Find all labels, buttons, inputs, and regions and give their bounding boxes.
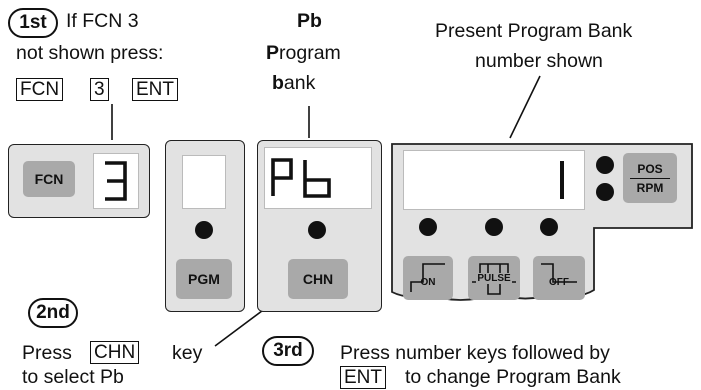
fcn-display bbox=[93, 153, 139, 209]
pb-bank-initial: b bbox=[272, 72, 284, 94]
rpm-label: RPM bbox=[636, 180, 664, 195]
pb-program-initial: P bbox=[266, 42, 280, 64]
pos-rpm-divider bbox=[630, 177, 670, 179]
chn-display-chars bbox=[271, 158, 331, 198]
fcn-panel: FCN bbox=[8, 144, 150, 218]
step-1-line2: not shown press: bbox=[16, 42, 164, 64]
pb-program-line: Program bbox=[266, 42, 341, 64]
off-button[interactable]: OFF bbox=[533, 256, 585, 300]
key-ent-label: ENT bbox=[132, 78, 178, 101]
key-chn-label: CHN bbox=[90, 341, 140, 364]
on-label: ON bbox=[420, 276, 436, 288]
pgm-button[interactable]: PGM bbox=[176, 259, 232, 299]
step-3-line2: to change Program Bank bbox=[405, 366, 621, 388]
bank-number-digit bbox=[560, 161, 564, 199]
pulse-button[interactable]: PULSE bbox=[468, 256, 520, 300]
on-button[interactable]: ON bbox=[403, 256, 453, 300]
pulse-label: PULSE bbox=[476, 272, 512, 284]
key-ent-label-step3: ENT bbox=[340, 366, 386, 389]
step-2-key-word: key bbox=[172, 342, 203, 364]
pb-bank-rest: ank bbox=[283, 72, 316, 94]
step-1-badge: 1st bbox=[8, 8, 58, 38]
pb-title: Pb bbox=[297, 10, 322, 32]
pos-rpm-button[interactable]: POS RPM bbox=[623, 153, 677, 203]
chn-led bbox=[308, 221, 326, 239]
off-led bbox=[540, 218, 558, 236]
rpm-led bbox=[596, 183, 614, 201]
pgm-display bbox=[182, 155, 226, 209]
chn-display bbox=[264, 147, 372, 209]
bank-number-display bbox=[403, 150, 585, 210]
pulse-led bbox=[485, 218, 503, 236]
leader-line-present bbox=[509, 75, 541, 139]
present-bank-line2: number shown bbox=[475, 50, 603, 72]
pos-led bbox=[596, 156, 614, 174]
pgm-led bbox=[195, 221, 213, 239]
step-2-badge: 2nd bbox=[28, 298, 78, 328]
present-bank-line1: Present Program Bank bbox=[435, 20, 633, 42]
step-1-line1: If FCN 3 bbox=[66, 10, 139, 32]
on-led bbox=[419, 218, 437, 236]
fcn-display-digit bbox=[105, 161, 127, 201]
off-waveform-icon bbox=[541, 263, 577, 283]
chn-panel: CHN bbox=[257, 140, 382, 312]
key-fcn-label: FCN bbox=[16, 78, 64, 101]
step-2-line2: to select Pb bbox=[22, 366, 124, 388]
pb-program-rest: rogram bbox=[279, 42, 341, 64]
step-3-line1: Press number keys followed by bbox=[340, 342, 610, 364]
off-label: OFF bbox=[549, 276, 569, 288]
key-3-label: 3 bbox=[90, 78, 109, 101]
on-waveform-icon bbox=[410, 263, 445, 292]
step-3-badge: 3rd bbox=[262, 336, 314, 366]
pgm-panel: PGM bbox=[165, 140, 245, 312]
fcn-button[interactable]: FCN bbox=[23, 161, 75, 197]
pb-bank-line: bank bbox=[272, 72, 315, 94]
step-2-press: Press bbox=[22, 342, 72, 364]
chn-button[interactable]: CHN bbox=[288, 259, 348, 299]
pos-label: POS bbox=[637, 161, 663, 176]
